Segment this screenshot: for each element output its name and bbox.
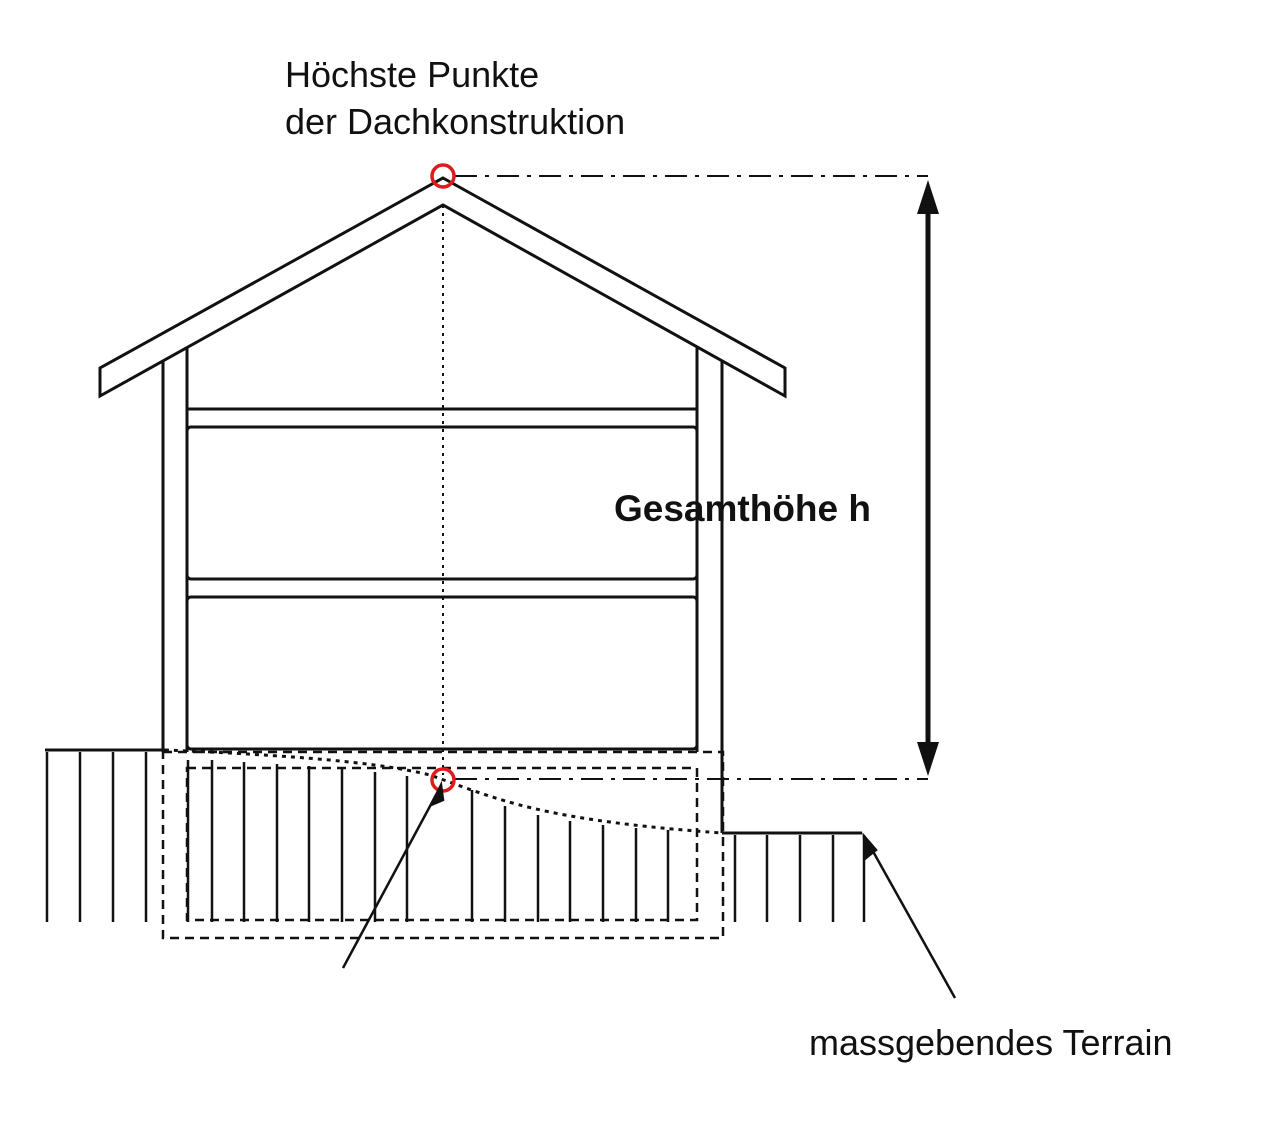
floors <box>185 407 699 751</box>
leader-lines <box>341 780 957 999</box>
highest-point-label-line2: der Dachkonstruktion <box>285 101 626 142</box>
ground-lines <box>45 748 862 835</box>
terrain-hatching <box>45 752 866 922</box>
reference-lines <box>455 175 928 780</box>
highest-point-label-line1: Höchste Punkte <box>285 54 540 95</box>
terrain-label: massgebendes Terrain <box>809 1022 1173 1063</box>
height-dimension-arrow <box>917 180 939 776</box>
total-height-label: Gesamthöhe h <box>614 488 871 529</box>
highest-point-marker <box>430 163 456 189</box>
original-terrain-curve <box>164 748 723 835</box>
